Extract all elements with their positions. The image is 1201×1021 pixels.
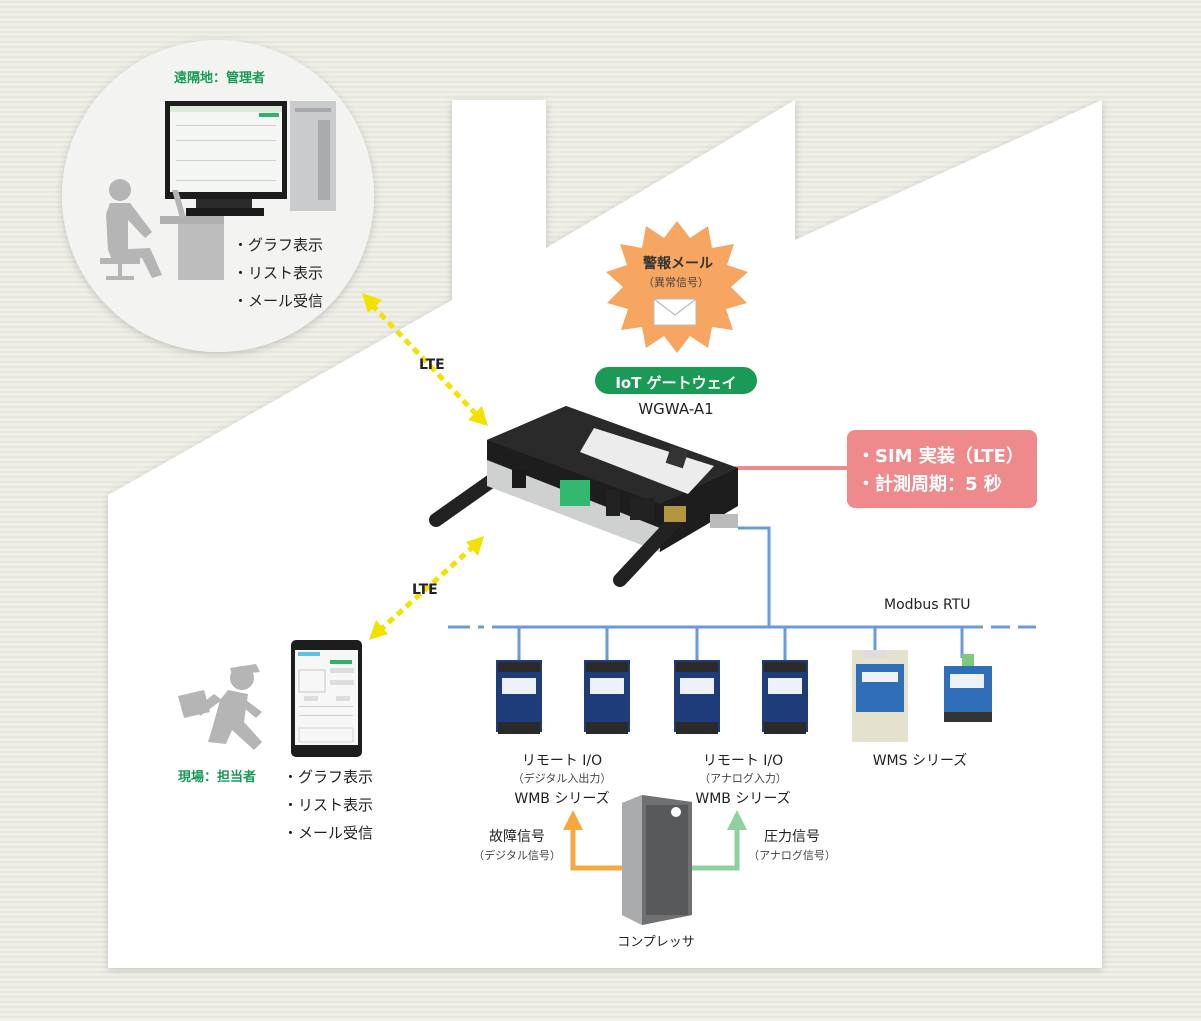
smartphone-icon: [291, 640, 362, 757]
digital-io-series: WMB シリーズ: [514, 791, 610, 807]
gateway-model: WGWA-A1: [638, 400, 714, 418]
gateway-badge: IoT ゲートウェイ: [615, 374, 737, 392]
admin-person-icon: [100, 179, 186, 280]
digital-io-sub: （デジタル入出力）: [512, 772, 612, 785]
antenna-right-icon: [613, 513, 683, 587]
field-title: 現場：担当者: [178, 770, 257, 785]
compressor-unit: [622, 795, 692, 925]
wms-series-label: WMS シリーズ: [872, 753, 968, 769]
spec-text: ・SIM 実装（LTE） ・計測周期：5 秒: [857, 443, 1024, 499]
envelope-icon: [653, 298, 697, 326]
analog-io-sub: （アナログ入力）: [699, 772, 787, 785]
spec-box: [847, 430, 1037, 508]
pressure-signal-name: 圧力信号: [764, 829, 820, 845]
alarm-subtitle: （異常信号）: [643, 276, 709, 289]
digital-io-name: リモート I/O: [521, 753, 603, 769]
lte-label-bottom: LTE: [412, 582, 438, 598]
modbus-bus: [448, 526, 1036, 660]
remote-io-module-1: [496, 660, 542, 734]
remote-io-module-3: [674, 660, 720, 734]
field-feature-graph: ・グラフ表示: [283, 768, 374, 786]
admin-feature-mail: ・メール受信: [233, 292, 324, 310]
spec-interval: ・計測周期：5 秒: [857, 474, 1002, 495]
lte-link-admin-arrow: [362, 293, 488, 426]
lte-label-top: LTE: [419, 357, 445, 373]
admin-feature-list: ・グラフ表示 ・リスト表示 ・メール受信: [233, 231, 323, 315]
spec-sim: ・SIM 実装（LTE）: [857, 446, 1024, 467]
analog-io-series: WMB シリーズ: [695, 791, 791, 807]
field-worker-icon: [178, 664, 262, 750]
analog-io-name: リモート I/O: [702, 753, 784, 769]
alarm-burst: [606, 221, 748, 353]
compressor-label: コンプレッサ: [617, 935, 695, 950]
field-feature-mail: ・メール受信: [283, 824, 374, 842]
pressure-signal-sub: （アナログ信号）: [748, 849, 836, 862]
alarm-title: 警報メール: [643, 256, 713, 272]
field-feature-list: ・グラフ表示 ・リスト表示 ・メール受信: [283, 763, 373, 847]
wms-module-2: [944, 654, 992, 722]
fault-signal-sub: （デジタル信号）: [473, 849, 561, 862]
admin-feature-graph: ・グラフ表示: [233, 236, 324, 254]
pressure-signal-arrow: [692, 810, 747, 871]
desktop-computer-icon: [160, 101, 336, 280]
admin-title: 遠隔地：管理者: [174, 71, 266, 86]
wms-module-1: [852, 650, 908, 742]
modbus-label: Modbus RTU: [884, 597, 971, 613]
admin-feature-list-view: ・リスト表示: [233, 264, 324, 282]
fault-signal-arrow: [563, 810, 622, 871]
lte-link-field-arrow: [369, 536, 484, 640]
remote-io-module-2: [584, 660, 630, 734]
gateway-device: [429, 406, 738, 587]
remote-io-module-4: [762, 660, 808, 734]
field-feature-list-view: ・リスト表示: [283, 796, 374, 814]
gateway-badge-bg: [595, 367, 757, 394]
fault-signal-name: 故障信号: [489, 829, 545, 845]
